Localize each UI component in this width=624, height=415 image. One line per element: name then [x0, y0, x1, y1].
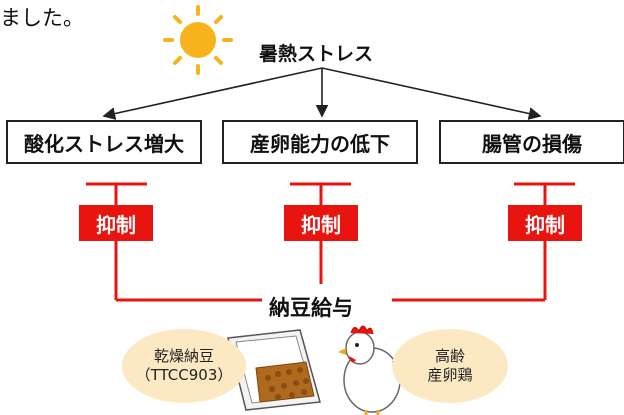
effect-box-intestinal-damage: 腸管の損傷 [439, 120, 624, 164]
sun-icon [163, 5, 233, 75]
effect-label: 酸化ストレス増大 [24, 131, 184, 156]
effect-label: 産卵能力の低下 [250, 131, 390, 156]
root-label-heat-stress: 暑熱ストレス [259, 43, 374, 65]
effect-label: 腸管の損傷 [482, 131, 582, 156]
inhibit-badge: 抑制 [79, 205, 153, 241]
natto-package-icon [227, 329, 321, 411]
root-arrows [102, 67, 542, 120]
inhibition-lines [86, 182, 575, 302]
target-hen: 産卵鶏 [427, 366, 473, 384]
target-ellipse: 高齢 産卵鶏 [392, 329, 508, 403]
inhibit-badge: 抑制 [508, 205, 582, 241]
effect-box-oxidative-stress: 酸化ストレス増大 [6, 120, 202, 164]
product-ellipse: 乾燥納豆 （TTCC903） [122, 329, 246, 403]
effect-box-laying-decline: 産卵能力の低下 [222, 120, 418, 164]
hen-icon [338, 325, 405, 415]
product-code: （TTCC903） [135, 366, 233, 384]
intro-text: ました。 [0, 6, 84, 30]
product-name: 乾燥納豆 [153, 347, 214, 366]
target-age: 高齢 [434, 347, 465, 366]
intervention-label: 納豆給与 [269, 296, 353, 320]
inhibit-badge: 抑制 [284, 205, 358, 241]
